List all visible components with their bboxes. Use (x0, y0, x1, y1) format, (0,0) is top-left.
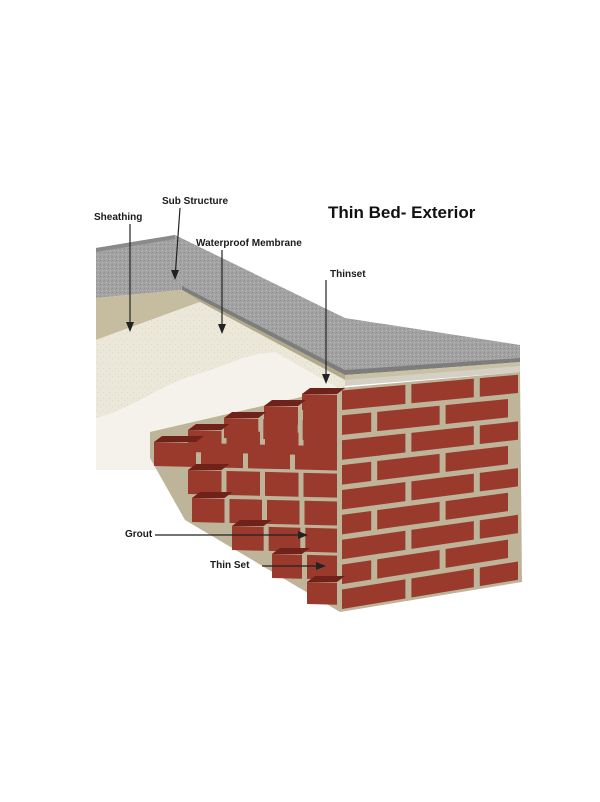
corner-brick (411, 378, 474, 404)
corner-brick (342, 384, 406, 411)
corner-brick (342, 433, 406, 460)
brick-top-edge (232, 520, 272, 526)
corner-brick (377, 501, 440, 530)
brick-top-edge (224, 412, 267, 418)
corner-brick (342, 461, 372, 485)
side-brick (265, 471, 299, 497)
diagram-title: Thin Bed- Exterior (328, 203, 476, 222)
corner-brick (377, 453, 440, 481)
side-brick (229, 498, 262, 524)
label-thinset: Thinset (330, 269, 366, 280)
side-brick (267, 499, 300, 525)
corner-brick (342, 530, 406, 560)
label-grout: Grout (125, 529, 153, 540)
brick-top-edge (192, 492, 233, 498)
side-brick (192, 498, 225, 523)
sub-structure-top (175, 235, 520, 375)
corner-brick (411, 521, 474, 549)
side-brick (304, 500, 337, 526)
side-brick (295, 445, 337, 471)
sub-structure-arrowhead (171, 270, 179, 280)
side-brick (188, 470, 222, 495)
label-sheathing: Sheathing (94, 212, 143, 223)
corner-brick (411, 473, 474, 501)
corner-brick (342, 412, 372, 435)
brick-top-edge (188, 464, 230, 470)
sub-structure-layer (96, 235, 182, 298)
waterproof-membrane-arrowhead (218, 324, 226, 334)
corner-brick (377, 405, 440, 432)
brick-veneer (150, 372, 522, 612)
corner-brick (479, 514, 518, 539)
brick-top-edge (264, 400, 306, 406)
brick-top-edge (307, 576, 345, 582)
grout-arrowhead (298, 531, 308, 539)
sheathing-arrowhead (126, 322, 134, 332)
corner-brick (445, 539, 508, 568)
label-thin-set: Thin Set (210, 560, 250, 571)
corner-brick (411, 426, 474, 452)
brick-top-edge (302, 388, 345, 394)
brick-top-edge (188, 424, 230, 430)
corner-brick (479, 374, 518, 397)
corner-brick (377, 549, 440, 579)
corner-brick (342, 579, 406, 609)
side-brick (201, 443, 243, 469)
corner-brick (479, 468, 518, 492)
side-brick (305, 527, 337, 553)
side-brick (268, 526, 301, 552)
thinset-arrowhead (322, 374, 330, 384)
corner-brick (479, 561, 518, 587)
brick-top-edge (272, 548, 310, 554)
corner-brick (445, 399, 508, 424)
side-brick (302, 394, 337, 411)
side-brick (307, 582, 337, 605)
sub-structure-leader (174, 207, 181, 279)
corner-brick (479, 421, 518, 445)
side-brick (226, 470, 260, 496)
side-brick (232, 526, 264, 551)
thin-set-arrowhead (316, 562, 326, 570)
label-waterproof-membrane: Waterproof Membrane (196, 238, 302, 249)
label-sub-structure: Sub Structure (162, 196, 229, 207)
side-brick (248, 444, 290, 470)
brick-top-edge (154, 436, 204, 442)
corner-brick (342, 510, 372, 535)
side-brick (154, 442, 196, 468)
sheathing-layer (96, 290, 200, 340)
side-brick (303, 472, 337, 498)
corner-brick (342, 560, 372, 585)
corner-brick (445, 492, 508, 520)
corner-brick (411, 568, 474, 598)
corner-brick (342, 482, 406, 510)
corner-brick (445, 445, 508, 472)
